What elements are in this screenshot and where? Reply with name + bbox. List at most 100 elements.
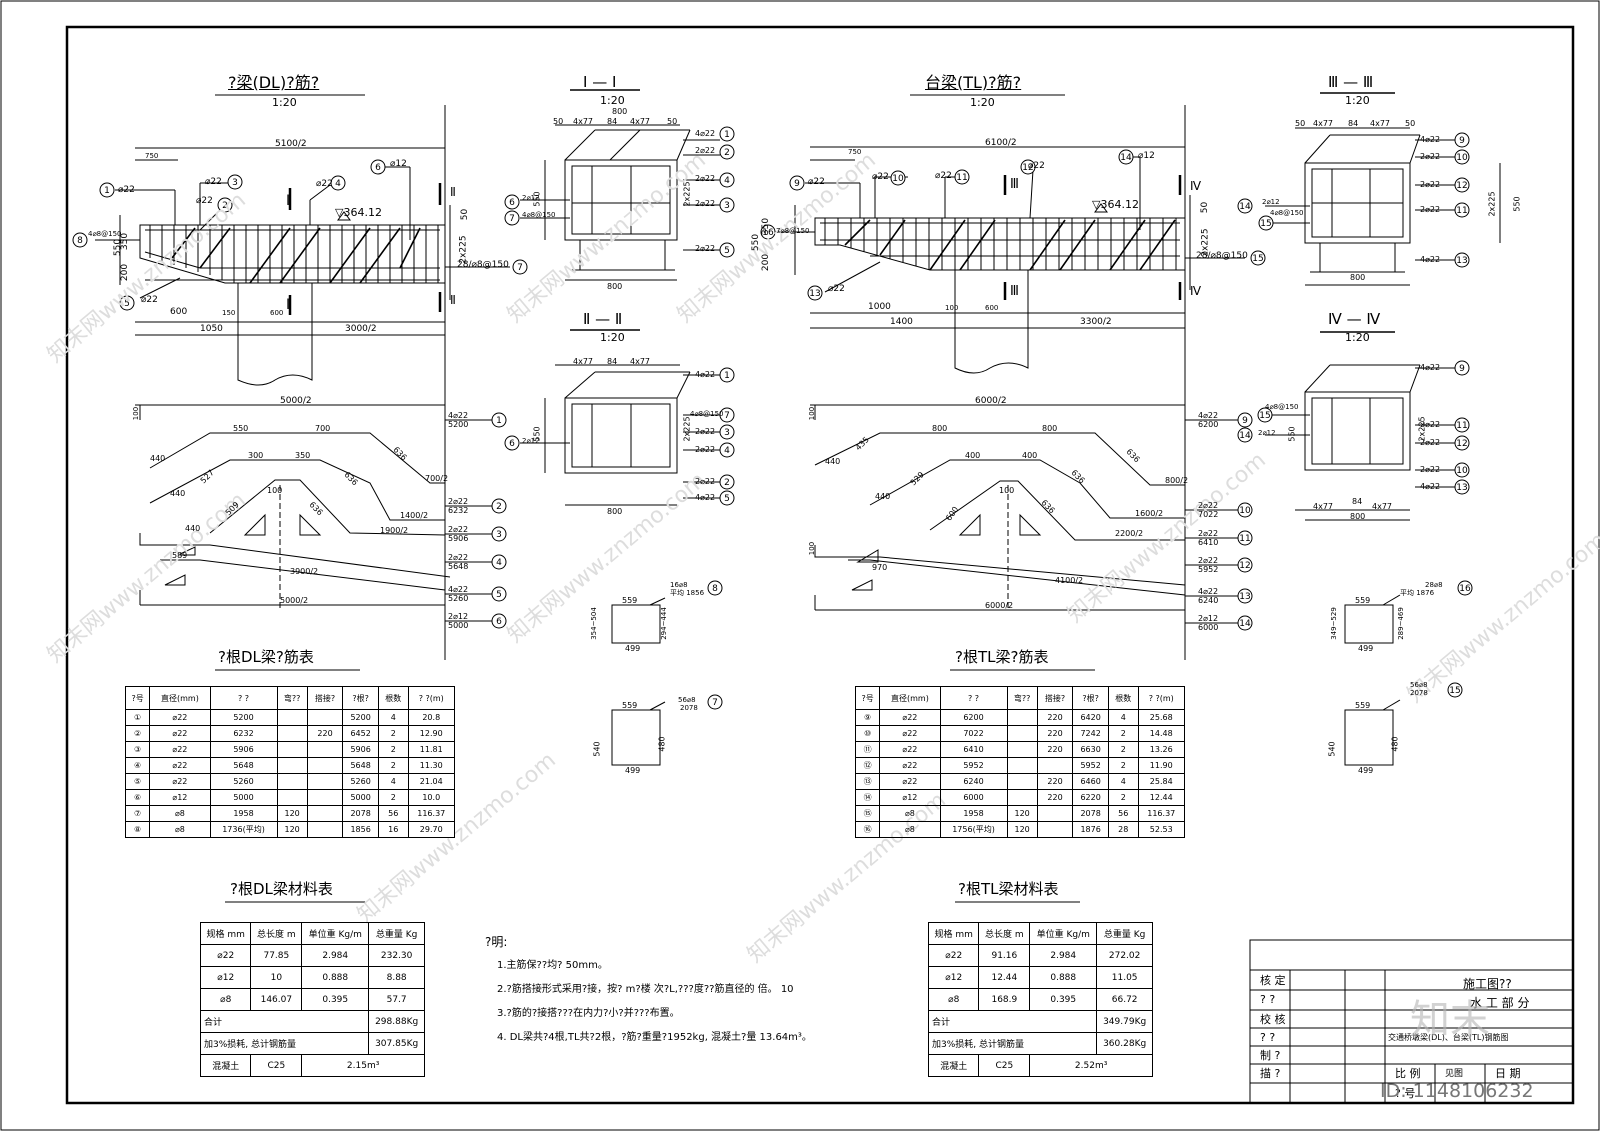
dim: 700/2 [425, 474, 449, 483]
table-cell: 5906 [342, 741, 379, 758]
dim: 6100/2 [985, 138, 1017, 148]
dim: 294~444 [659, 607, 668, 640]
table-cell: 加3%损耗, 总计钢筋量 [199, 1032, 370, 1055]
bar-label: ⌀22 [141, 295, 158, 305]
dim: 50 [667, 117, 678, 126]
table-cell: 2.984 [1029, 944, 1098, 967]
tl-elevation [770, 105, 1245, 660]
table-cell: ④ [124, 757, 151, 774]
shape-label: 2⌀22 [1198, 529, 1219, 538]
svg-text:9: 9 [794, 179, 800, 189]
table-cell: ⌀22 [149, 757, 211, 774]
table-cell: 20.8 [407, 709, 456, 726]
section-label: 2⌀12 [1258, 429, 1276, 437]
svg-text:15: 15 [1449, 686, 1460, 696]
title-block-frame [1249, 939, 1574, 1104]
table-cell: ⌀8 [879, 805, 941, 822]
table-cell: ③ [124, 741, 151, 758]
table-cell: 2 [377, 741, 409, 758]
section-1-title: Ⅰ — Ⅰ [583, 73, 617, 91]
dim: 550 [1512, 196, 1522, 212]
section-4-drawing [1265, 331, 1455, 521]
shape-length: 7022 [1198, 510, 1219, 519]
section-label: 4⌀22 [695, 493, 716, 502]
table-cell: 6232 [209, 725, 278, 742]
shape-label: 2⌀12 [1198, 614, 1219, 623]
table-cell: C25 [978, 1054, 1031, 1077]
table-cell: 6630 [1072, 741, 1109, 758]
section-label: 4⌀22 [1420, 482, 1441, 491]
table-header-cell: 搭接? [306, 686, 344, 710]
dim: 400 [965, 451, 981, 460]
department: 水 工 部 分 [1470, 996, 1530, 1010]
dim: 800 [1350, 512, 1366, 521]
table-cell: ① [124, 709, 151, 726]
bubble-7 [512, 259, 528, 275]
tl-title: 台梁(TL)?筋? [925, 73, 1022, 92]
table-cell: ⑪ [854, 741, 881, 758]
table-cell: 1876 [1072, 821, 1109, 838]
dim: 440 [875, 492, 891, 501]
dl-stirrup-drawings [611, 597, 666, 766]
table-cell: ⌀22 [149, 725, 211, 742]
tb-label: 核 定 [1260, 974, 1286, 987]
dim: 4x77 [573, 117, 594, 126]
dim: 84 [607, 117, 618, 126]
drawing-stage: 施工图?? [1463, 977, 1512, 991]
table-cell [306, 821, 344, 838]
table-cell [276, 709, 308, 726]
svg-text:10: 10 [1456, 466, 1468, 476]
section-label: 2⌀12 [1262, 198, 1280, 206]
bar-label: ⌀22 [828, 284, 845, 294]
table-cell: 总重量 Kg [368, 922, 425, 945]
table-cell: ⌀22 [879, 725, 941, 742]
cut-mark: Ⅰ [286, 297, 291, 313]
table-cell [306, 741, 344, 758]
section-1-drawing [520, 89, 720, 281]
table-cell: ⑬ [854, 773, 881, 790]
svg-text:6: 6 [509, 439, 515, 449]
bubble-4 [330, 175, 346, 191]
table-cell: ⑤ [124, 773, 151, 790]
stirrup-length: 2078 [680, 704, 698, 712]
table-cell [1006, 709, 1038, 726]
table-cell: 120 [1006, 805, 1038, 822]
svg-text:15: 15 [1260, 219, 1271, 229]
table-cell: ⌀22 [199, 944, 252, 967]
section-label: 2⌀22 [695, 199, 716, 208]
table-cell: 349.79Kg [1096, 1010, 1153, 1033]
table-cell: 2 [1107, 789, 1139, 806]
svg-text:3: 3 [724, 428, 730, 438]
table-cell: ⌀12 [199, 966, 252, 989]
table-cell: 5952 [939, 757, 1008, 774]
table-cell: 116.37 [1137, 805, 1186, 822]
section-label: 2⌀22 [695, 146, 716, 155]
table-cell: 25.84 [1137, 773, 1186, 790]
dim: 600 [985, 304, 999, 312]
bar-label: ⌀22 [205, 177, 222, 187]
bubble-8 [72, 232, 88, 248]
table-cell: 2.52m³ [1029, 1054, 1153, 1077]
dim: 559 [1355, 701, 1371, 710]
table-cell: 5200 [342, 709, 379, 726]
dim: 2x225 [682, 181, 692, 207]
table-cell: 52.53 [1137, 821, 1186, 838]
dim: 480 [1390, 736, 1400, 752]
table-cell: 1958 [939, 805, 1008, 822]
table-cell: 0.395 [1029, 988, 1098, 1011]
table-cell: 116.37 [407, 805, 456, 822]
bubble-1 [99, 182, 115, 198]
table-cell: 5952 [1072, 757, 1109, 774]
section-3-drawing [1265, 92, 1501, 286]
table-cell: ⌀22 [879, 757, 941, 774]
dim: 50 [1295, 119, 1306, 128]
table-cell: 77.85 [250, 944, 303, 967]
cut-mark: Ⅲ [1010, 177, 1019, 192]
svg-text:5: 5 [496, 590, 502, 600]
